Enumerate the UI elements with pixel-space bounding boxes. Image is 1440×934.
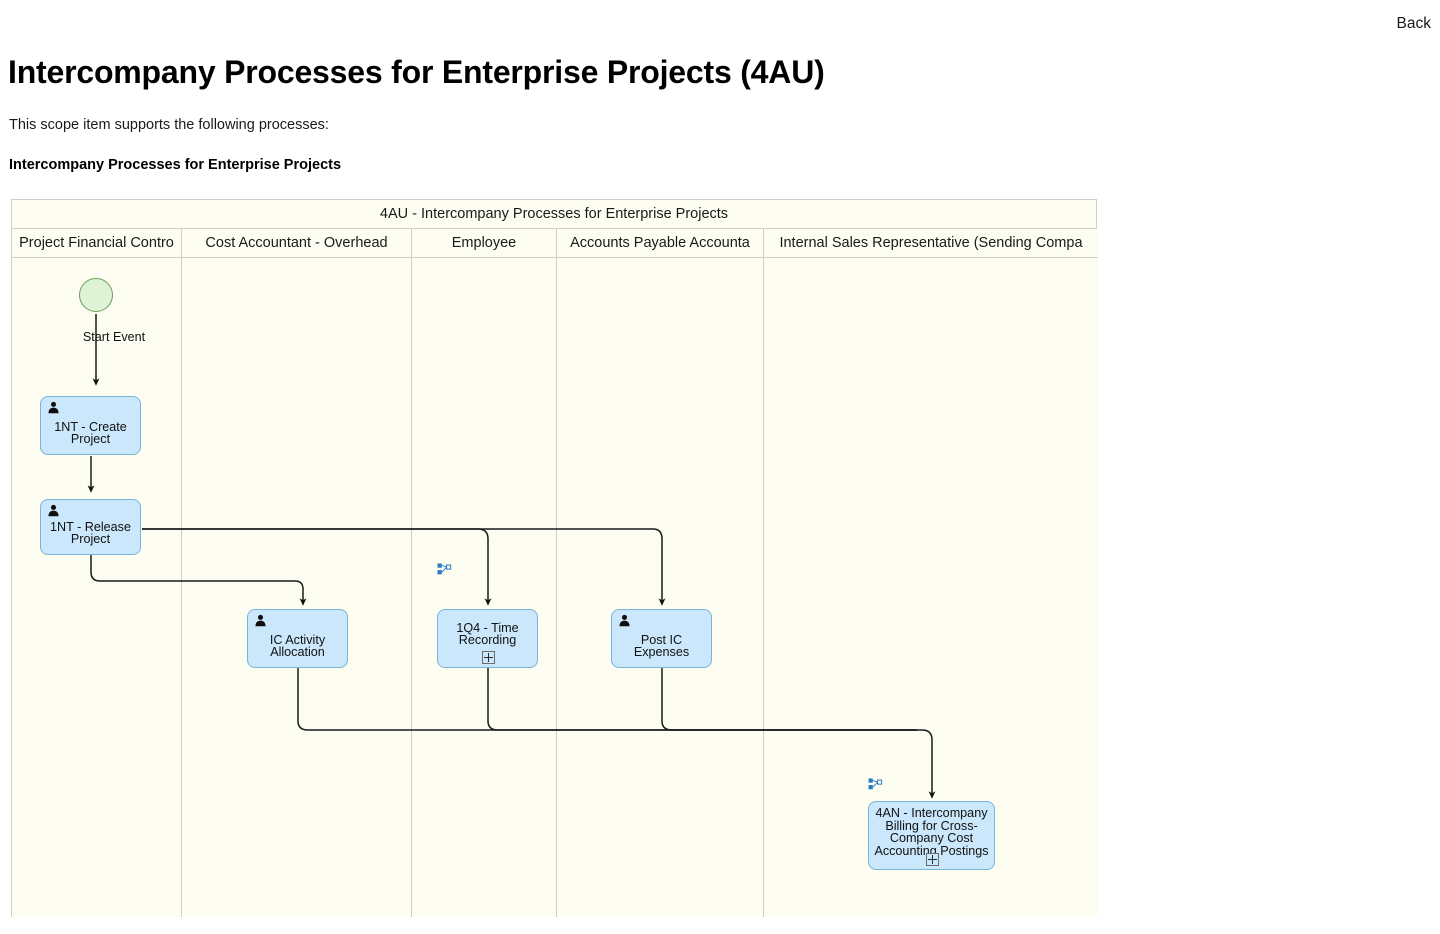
task-label: 1Q4 - Time Recording [456, 621, 519, 647]
person-icon [48, 401, 59, 414]
person-icon [255, 614, 266, 627]
task-1q4-time-recording[interactable]: 1Q4 - Time Recording [437, 609, 538, 668]
subprocess-marker-icon [482, 651, 495, 664]
lane-header-label: Accounts Payable Accounta [557, 229, 763, 258]
lane-accounts-payable-accountant: Accounts Payable Accounta [557, 229, 764, 917]
task-label: 1NT - Release Project [50, 520, 131, 546]
back-link[interactable]: Back [1396, 15, 1431, 32]
task-4an-intercompany-billing[interactable]: 4AN - Intercompany Billing for Cross- Co… [868, 801, 995, 870]
person-icon [48, 504, 59, 517]
task-label: IC Activity Allocation [269, 633, 326, 659]
lane-employee: Employee [412, 229, 557, 917]
lane-header-label: Internal Sales Representative (Sending C… [764, 229, 1098, 258]
task-post-ic-expenses[interactable]: Post IC Expenses [611, 609, 712, 668]
start-event-label: Start Event [82, 330, 146, 344]
task-label: 4AN - Intercompany Billing for Cross- Co… [874, 806, 989, 858]
intro-text: This scope item supports the following p… [9, 117, 329, 133]
page-title: Intercompany Processes for Enterprise Pr… [8, 54, 825, 90]
lane-cost-accountant-overhead: Cost Accountant - Overhead [182, 229, 412, 917]
lane-header-label: Employee [412, 229, 556, 258]
linked-process-icon [437, 563, 452, 575]
lane-header-label: Cost Accountant - Overhead [182, 229, 411, 258]
task-label: Post IC Expenses [633, 633, 690, 659]
subprocess-marker-icon [926, 853, 939, 866]
task-ic-activity-allocation[interactable]: IC Activity Allocation [247, 609, 348, 668]
bpmn-diagram: 4AU - Intercompany Processes for Enterpr… [11, 199, 1098, 917]
task-label: 1NT - Create Project [54, 420, 127, 446]
task-1nt-create-project[interactable]: 1NT - Create Project [40, 396, 141, 455]
section-title: Intercompany Processes for Enterprise Pr… [9, 157, 342, 173]
lane-header-label: Project Financial Contro [12, 229, 181, 258]
start-event[interactable] [79, 278, 113, 312]
linked-process-icon [868, 778, 883, 790]
task-1nt-release-project[interactable]: 1NT - Release Project [40, 499, 141, 555]
person-icon [619, 614, 630, 627]
diagram-title: 4AU - Intercompany Processes for Enterpr… [12, 200, 1096, 229]
